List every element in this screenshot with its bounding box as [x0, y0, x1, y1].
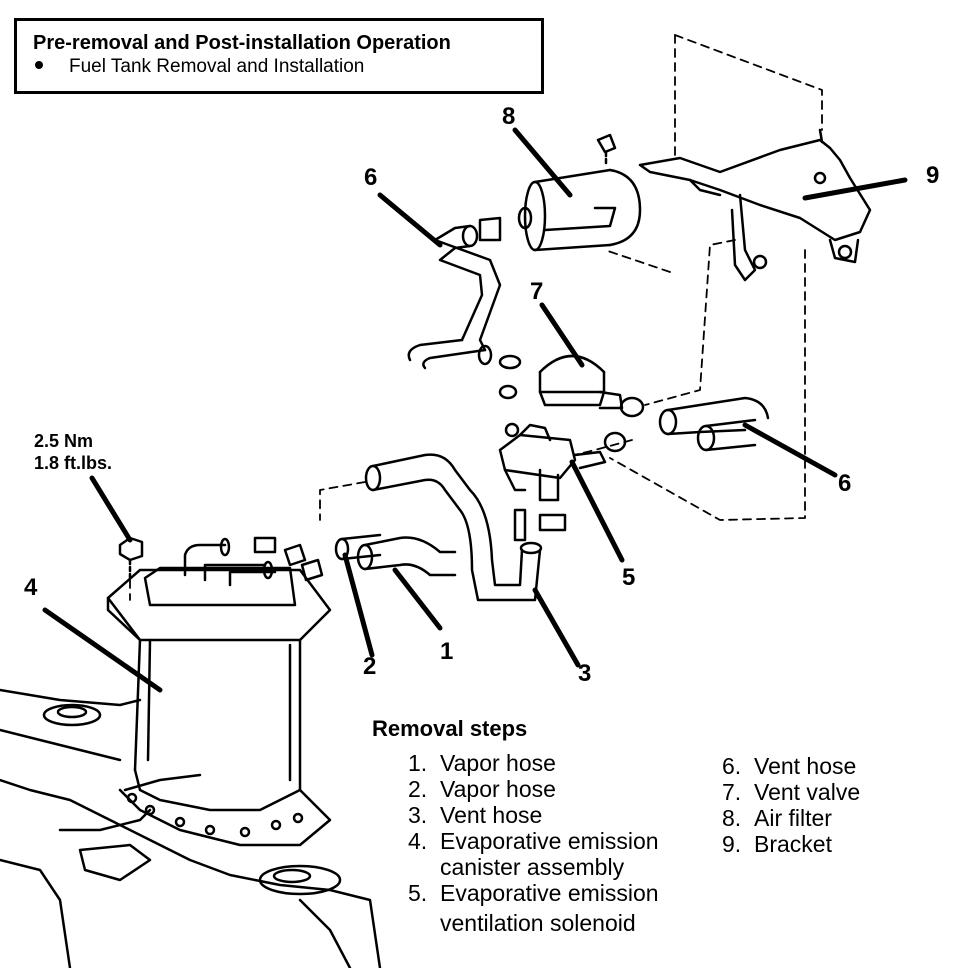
- torque-nm: 2.5 Nm: [34, 431, 94, 451]
- step-item: 1.Vapor hose: [408, 750, 556, 776]
- solenoid-illustration: [498, 422, 607, 542]
- air-filter-illustration: [517, 133, 642, 252]
- step-item: 8.Air filter: [722, 805, 832, 831]
- header-box: Pre-removal and Post-installation Operat…: [14, 18, 544, 94]
- vent-hose-6-left: [407, 216, 502, 370]
- callout-9: 9: [926, 162, 940, 189]
- step-item: 9.Bracket: [722, 831, 832, 857]
- removal-steps-title: Removal steps: [372, 716, 528, 741]
- header-item: Fuel Tank Removal and Installation: [33, 55, 527, 79]
- fuel-tank-surface: [0, 688, 382, 968]
- callout-6-left: 6: [364, 164, 378, 191]
- callout-5: 5: [622, 564, 636, 591]
- bracket-illustration: [638, 128, 872, 282]
- canister-illustration: [106, 537, 332, 847]
- callout-3: 3: [578, 660, 592, 687]
- bullet-icon: [35, 61, 43, 70]
- vent-hose-3: [364, 453, 543, 602]
- callout-2: 2: [363, 653, 377, 680]
- callout-6-right: 6: [838, 470, 852, 497]
- step-item: 6.Vent hose: [722, 753, 857, 779]
- removal-steps-list-2: 6.Vent hose 7.Vent valve 8.Air filter 9.…: [722, 753, 860, 857]
- header-item-text: Fuel Tank Removal and Installation: [69, 56, 365, 77]
- hose-clamps: [253, 536, 324, 582]
- torque-spec: 2.5 Nm 1.8 ft.lbs.: [34, 430, 112, 474]
- callout-7: 7: [530, 278, 544, 305]
- callout-8: 8: [502, 103, 516, 130]
- step-item: 2.Vapor hose: [408, 776, 556, 802]
- step-item: 3.Vent hose: [408, 802, 543, 828]
- leader-lines: [42, 127, 908, 693]
- vent-valve-illustration: [498, 354, 645, 418]
- step-item: 5.Evaporative emission: [408, 880, 659, 906]
- callout-4: 4: [24, 574, 38, 601]
- mounting-nut: [118, 536, 144, 582]
- vapor-hose-1: [356, 536, 457, 577]
- step-item-continuation: ventilation solenoid: [440, 910, 636, 936]
- callout-1: 1: [440, 638, 454, 665]
- step-item-continuation: canister assembly: [440, 854, 625, 880]
- header-title: Pre-removal and Post-installation Operat…: [33, 32, 451, 54]
- step-item: 4.Evaporative emission: [408, 828, 659, 854]
- removal-steps-list: 1.Vapor hose 2.Vapor hose 3.Vent hose 4.…: [408, 750, 659, 936]
- step-item: 7.Vent valve: [722, 779, 861, 805]
- torque-ftlbs: 1.8 ft.lbs.: [34, 453, 113, 473]
- assembly-lines: [129, 34, 823, 601]
